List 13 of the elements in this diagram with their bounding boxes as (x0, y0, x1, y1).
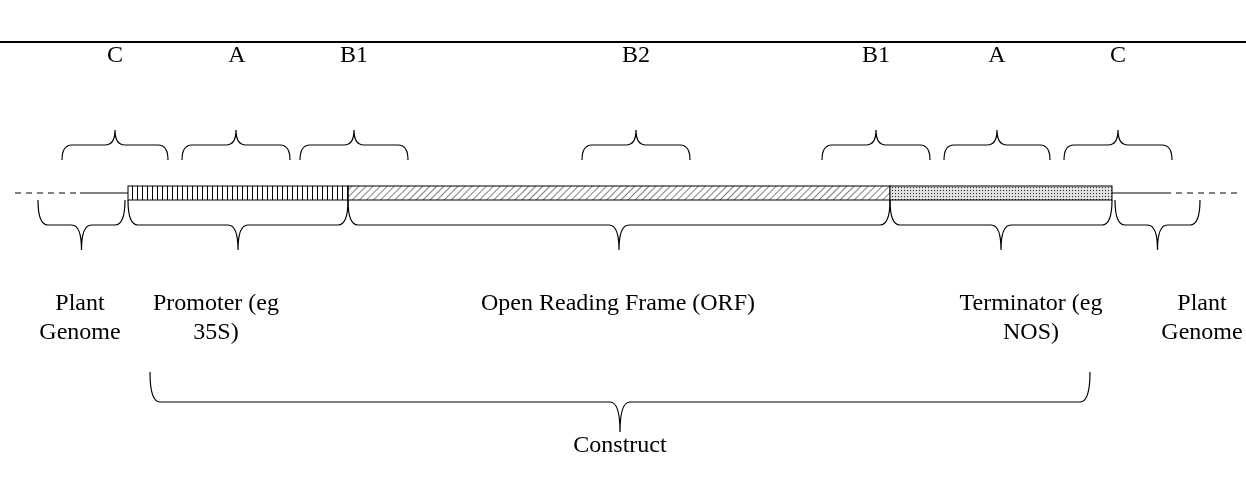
region-letter: C (1109, 40, 1127, 69)
region-letter: B1 (339, 40, 369, 69)
region-letter: C (106, 40, 124, 69)
region-label: Terminator (eg NOS) (958, 288, 1104, 346)
region-label: Plant Genome (38, 288, 122, 346)
region-letter: A (987, 40, 1007, 69)
region-letter: B1 (861, 40, 891, 69)
region-label: Plant Genome (1160, 288, 1244, 346)
region-label: Open Reading Frame (ORF) (480, 288, 756, 317)
construct-label: Construct (572, 430, 668, 459)
region-label: Promoter (eg 35S) (152, 288, 280, 346)
region-letter: A (227, 40, 247, 69)
region-letter: B2 (621, 40, 651, 69)
